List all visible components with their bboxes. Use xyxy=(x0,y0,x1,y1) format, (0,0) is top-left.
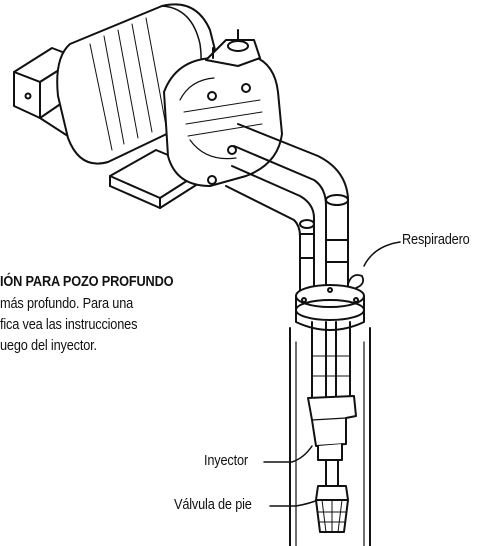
body-line: más profundo. Para una xyxy=(0,296,134,312)
well-casing xyxy=(289,327,371,546)
well-seal xyxy=(295,274,365,331)
breather-leader-line xyxy=(363,241,401,267)
foot-valve-leader-line xyxy=(269,499,319,507)
section-heading: IÓN PARA POZO PROFUNDO xyxy=(0,274,174,290)
body-line: uego del inyector. xyxy=(0,338,97,354)
drop-pipes xyxy=(311,321,351,401)
section-body: más profundo. Para una fica vea las inst… xyxy=(0,294,211,357)
foot-valve xyxy=(315,485,349,533)
injector-leader-line xyxy=(263,445,313,463)
body-line: fica vea las instrucciones xyxy=(0,317,138,333)
well-pipes xyxy=(225,123,349,291)
breather-label: Respiradero xyxy=(402,232,470,248)
injector xyxy=(307,395,357,487)
injector-label: Inyector xyxy=(204,453,248,469)
foot-valve-label: Válvula de pie xyxy=(174,497,252,513)
